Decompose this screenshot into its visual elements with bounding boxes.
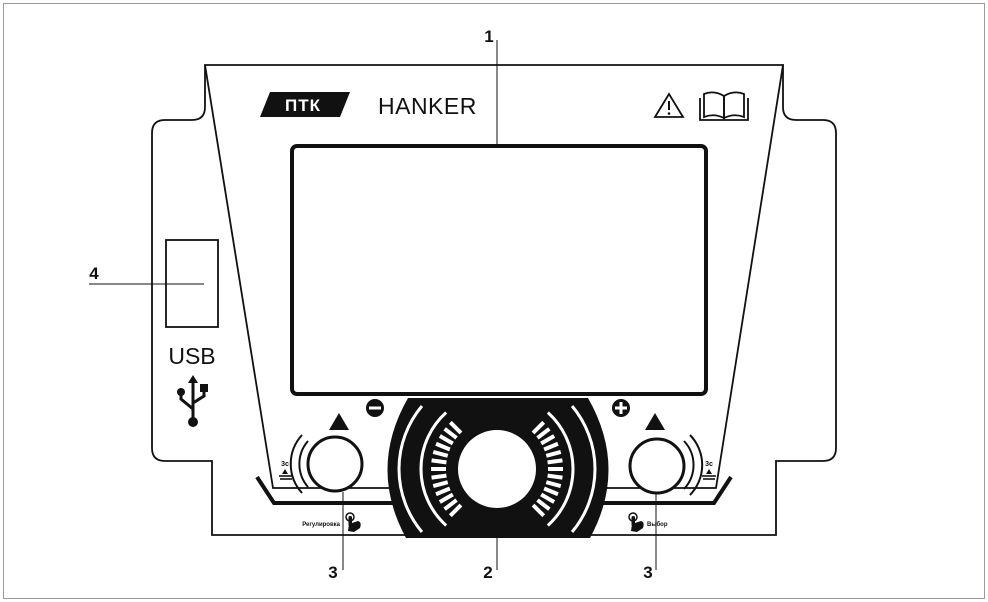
right-button-caption: Выбор xyxy=(647,521,668,528)
model-name: HANKER xyxy=(378,93,477,119)
encoder-scale-ticks xyxy=(397,405,597,533)
callout-leaders xyxy=(89,40,657,570)
lcd-display xyxy=(290,144,708,396)
encoder-tick xyxy=(536,498,551,511)
encoder-tick xyxy=(443,427,458,440)
ptk-logo: ПТК xyxy=(260,92,350,117)
encoder-tick xyxy=(432,480,449,489)
encoder-tick xyxy=(448,420,463,435)
left-button-assembly: 3с xyxy=(279,413,364,494)
hand-press-icon-left xyxy=(345,512,361,532)
hold-time-left: 3с xyxy=(281,461,289,468)
open-book-icon xyxy=(699,91,749,121)
usb-trident-icon xyxy=(177,375,208,427)
logo-text: ПТК xyxy=(285,96,321,115)
hand-press-icon-right xyxy=(628,512,644,532)
callout-encoder: 2 xyxy=(483,563,492,582)
callout-button-right: 3 xyxy=(643,563,652,582)
encoder-tick xyxy=(540,492,556,504)
encoder-tick xyxy=(448,503,463,518)
up-arrow-icon-right xyxy=(645,413,665,430)
encoder-tick xyxy=(543,486,559,497)
encoder-tick xyxy=(435,486,451,497)
left-button-caption: Регулировка xyxy=(302,522,340,528)
encoder-tick xyxy=(536,427,551,440)
encoder-tick xyxy=(438,434,454,446)
encoder-tick xyxy=(443,498,458,511)
up-arrow-icon-left xyxy=(329,413,349,430)
front-panel xyxy=(203,64,785,489)
encoder-tick xyxy=(438,492,454,504)
right-button[interactable] xyxy=(628,437,686,495)
encoder-tick xyxy=(543,441,559,452)
encoder-arc-outer-right xyxy=(570,405,597,533)
encoder-tick xyxy=(435,441,451,452)
warning-triangle-icon xyxy=(653,92,685,118)
encoder-tick xyxy=(545,480,562,489)
encoder-tick xyxy=(545,449,562,458)
usb-label: USB xyxy=(168,343,215,369)
encoder-tick xyxy=(531,420,546,435)
encoder-tick xyxy=(540,434,556,446)
callout-usb: 4 xyxy=(89,264,99,283)
encoder-tick xyxy=(431,458,447,465)
encoder-arc-right xyxy=(546,411,575,527)
encoder-arc-left xyxy=(419,411,448,527)
right-button-assembly: 3с xyxy=(628,413,716,496)
plus-circle-icon xyxy=(612,399,630,417)
encoder-tick xyxy=(431,473,447,480)
encoder-arc-outer-left xyxy=(397,405,424,533)
minus-circle-icon xyxy=(366,399,384,417)
rotary-encoder xyxy=(387,398,609,538)
figure-frame xyxy=(3,3,985,599)
encoder-tick xyxy=(432,449,449,458)
encoder-tick xyxy=(531,503,546,518)
callout-button-left: 3 xyxy=(328,563,337,582)
encoder-tick xyxy=(547,458,563,465)
encoder-tick xyxy=(547,473,563,480)
callout-display: 1 xyxy=(484,27,493,46)
hold-time-right: 3с xyxy=(705,461,713,468)
encoder-knob[interactable] xyxy=(458,430,536,508)
left-button[interactable] xyxy=(306,435,364,493)
